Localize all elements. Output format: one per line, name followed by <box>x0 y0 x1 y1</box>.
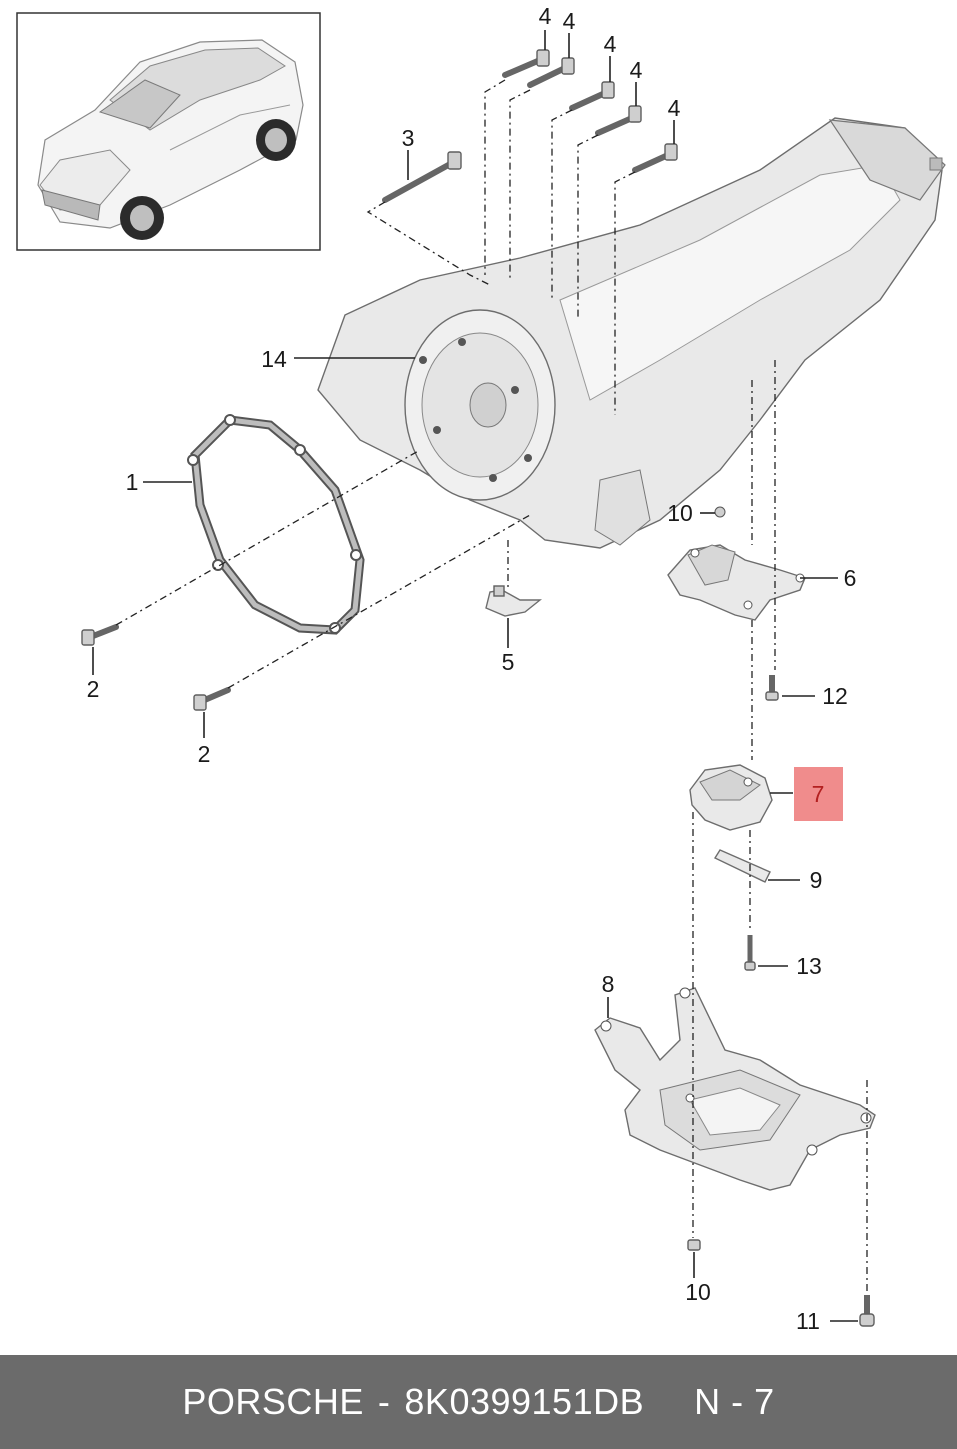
callout-4-e[interactable]: 4 <box>668 95 681 121</box>
callout-4-c[interactable]: 4 <box>604 31 617 57</box>
footer-part-number: 8K0399151DB <box>404 1381 645 1422</box>
car-illustration <box>37 39 304 240</box>
callout-2-left[interactable]: 2 <box>87 676 100 702</box>
gasket-part-1 <box>187 414 365 635</box>
callout-11[interactable]: 11 <box>796 1308 820 1334</box>
plate-part-9 <box>713 849 771 883</box>
bolt-part-13 <box>744 935 756 971</box>
nut-part-10-lower <box>687 1239 701 1251</box>
callout-10-lower[interactable]: 10 <box>685 1279 711 1305</box>
footer-separator: - <box>377 1381 391 1422</box>
bolts-part-4 <box>502 49 678 173</box>
bracket-part-5 <box>485 585 542 617</box>
leader-lines <box>92 30 858 1322</box>
callout-4-d[interactable]: 4 <box>630 57 643 83</box>
callout-5[interactable]: 5 <box>502 649 515 675</box>
callout-4-a[interactable]: 4 <box>539 3 552 29</box>
bolt-part-3 <box>382 151 462 203</box>
callout-12[interactable]: 12 <box>822 683 848 709</box>
crossmember-part-8 <box>594 987 876 1191</box>
vehicle-thumbnail <box>16 12 321 251</box>
callout-10-upper[interactable]: 10 <box>667 500 693 526</box>
bolts-part-2 <box>81 624 231 711</box>
callout-14[interactable]: 14 <box>261 346 287 372</box>
footer-position: N - 7 <box>694 1381 775 1422</box>
callout-1[interactable]: 1 <box>126 469 139 495</box>
callout-6[interactable]: 6 <box>844 565 857 591</box>
parts-diagram: 1 2 2 3 4 4 4 4 4 5 6 7 8 9 10 10 11 12 … <box>16 3 946 1334</box>
footer-brand: PORSCHE <box>182 1381 364 1422</box>
transmission-mount-part-7 <box>689 764 773 831</box>
callout-labels: 1 2 2 3 4 4 4 4 4 5 6 7 8 9 10 10 11 12 … <box>87 3 857 1334</box>
bolt-part-12 <box>765 675 779 701</box>
callout-7[interactable]: 7 <box>812 781 825 807</box>
highlight-box-part-7 <box>794 767 843 821</box>
callout-9[interactable]: 9 <box>810 867 823 893</box>
assembly-lines <box>115 79 868 1292</box>
footer-bar: PORSCHE - 8K0399151DB N - 7 <box>0 1355 957 1449</box>
callout-8[interactable]: 8 <box>602 971 615 997</box>
bracket-part-6 <box>667 506 806 621</box>
callout-2-right[interactable]: 2 <box>198 741 211 767</box>
bolt-part-11 <box>859 1295 875 1327</box>
callout-4-b[interactable]: 4 <box>563 8 576 34</box>
transmission-assembly <box>317 117 946 549</box>
callout-3[interactable]: 3 <box>402 125 415 151</box>
callout-13[interactable]: 13 <box>796 953 822 979</box>
